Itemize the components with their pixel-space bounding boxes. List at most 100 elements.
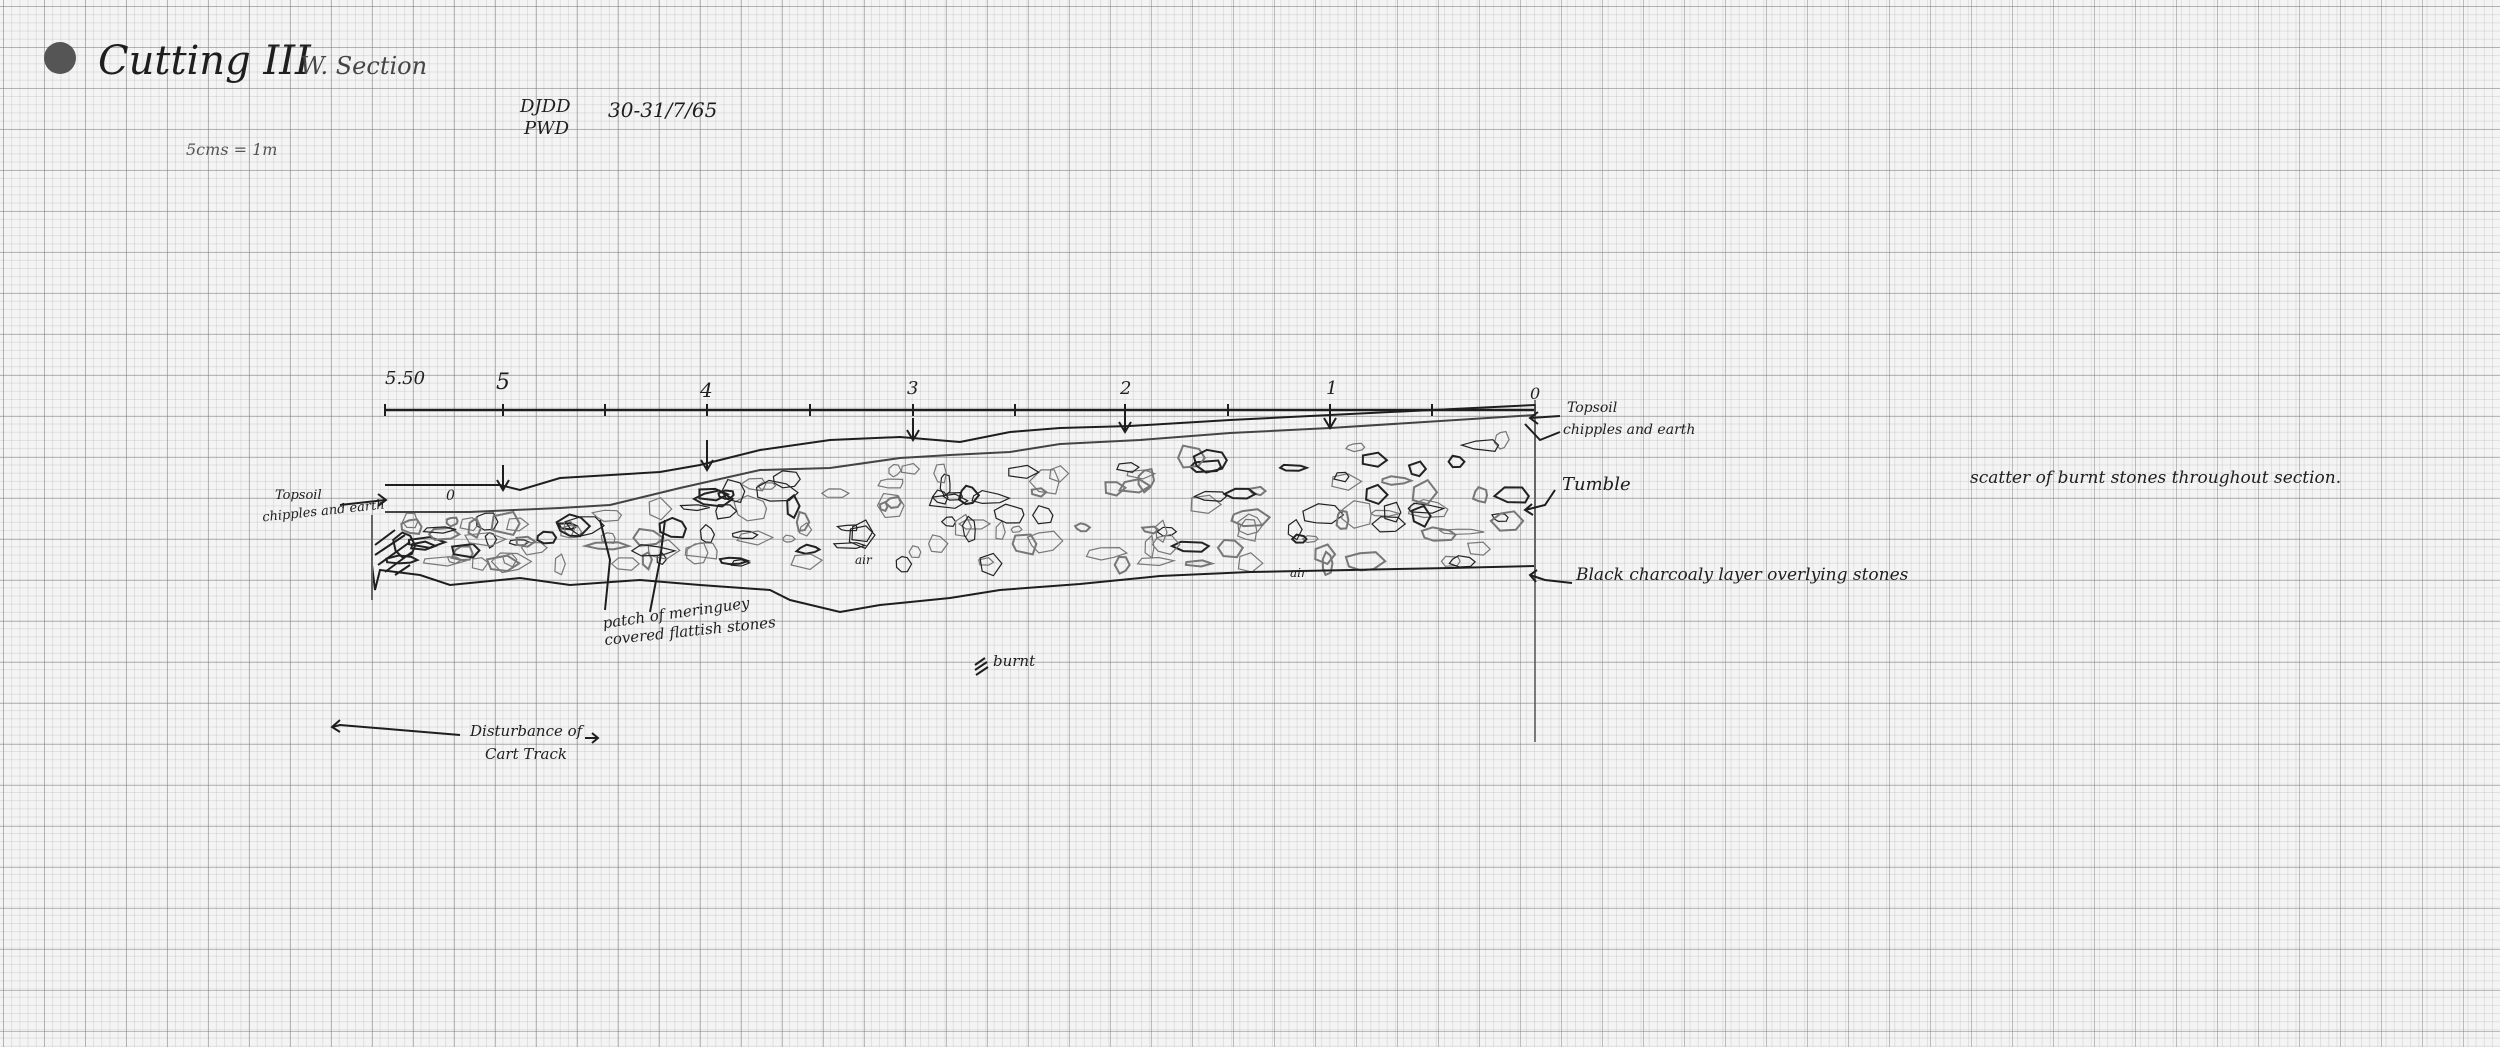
stone bbox=[1489, 510, 1525, 532]
stone bbox=[755, 479, 799, 502]
stone bbox=[1176, 444, 1207, 469]
stone bbox=[1459, 439, 1500, 452]
stone bbox=[1030, 487, 1048, 498]
stone bbox=[730, 558, 752, 567]
stones-layer bbox=[385, 430, 1530, 577]
label-chipples-right: chipples and earth bbox=[1563, 422, 1696, 438]
stone bbox=[1365, 483, 1389, 506]
stone bbox=[851, 519, 874, 543]
label-topsoil-left: Topsoil bbox=[275, 488, 322, 503]
stone bbox=[1190, 494, 1223, 515]
stone bbox=[940, 516, 957, 528]
stone bbox=[581, 541, 633, 551]
stone bbox=[1136, 556, 1177, 567]
stone bbox=[736, 530, 775, 546]
level-arrow bbox=[1323, 408, 1337, 430]
stone bbox=[1341, 500, 1372, 529]
stone bbox=[484, 532, 498, 549]
stone bbox=[1407, 502, 1446, 514]
ground-surface-line bbox=[385, 404, 1536, 492]
stone bbox=[490, 510, 521, 537]
stone bbox=[1344, 442, 1366, 453]
stone bbox=[1085, 546, 1129, 561]
stone bbox=[1137, 467, 1156, 494]
stone bbox=[684, 542, 718, 560]
stone bbox=[832, 542, 867, 550]
level-arrow bbox=[906, 418, 920, 442]
label-air-1: air bbox=[855, 553, 872, 567]
stone bbox=[1237, 552, 1264, 573]
stone bbox=[1437, 528, 1485, 535]
stone bbox=[1491, 513, 1509, 523]
drawing-subtitle: W. Section bbox=[300, 52, 428, 80]
label-tumble: Tumble bbox=[1562, 474, 1631, 495]
burnt-hatch-left bbox=[374, 529, 413, 576]
stone bbox=[1440, 555, 1461, 567]
stone bbox=[900, 462, 921, 475]
stone bbox=[1113, 555, 1131, 575]
stone bbox=[715, 504, 738, 520]
stone bbox=[883, 495, 903, 509]
stone bbox=[1010, 525, 1023, 533]
stone bbox=[699, 523, 716, 543]
stone bbox=[515, 535, 538, 548]
stone bbox=[505, 517, 530, 532]
tick-label-4: 4 bbox=[700, 378, 713, 402]
tick-label-2: 2 bbox=[1120, 378, 1132, 399]
stone bbox=[1184, 559, 1216, 568]
stone bbox=[820, 488, 851, 498]
tumble-arrow bbox=[1523, 489, 1556, 516]
stone bbox=[471, 557, 489, 571]
stone bbox=[1333, 471, 1350, 483]
topsoil-right-arrow bbox=[1524, 411, 1561, 442]
stone bbox=[1492, 486, 1530, 504]
level-arrow bbox=[496, 465, 510, 492]
stone bbox=[971, 489, 1011, 505]
stone bbox=[993, 503, 1025, 524]
stone bbox=[536, 530, 558, 545]
stone bbox=[718, 556, 752, 566]
stone bbox=[555, 513, 592, 538]
stone bbox=[641, 551, 653, 572]
stone bbox=[1410, 504, 1432, 529]
stone bbox=[658, 516, 688, 539]
stone bbox=[1155, 519, 1168, 544]
stone bbox=[895, 555, 913, 573]
level-arrow bbox=[1118, 408, 1132, 434]
stone bbox=[467, 516, 483, 540]
stone bbox=[1028, 469, 1060, 495]
stone bbox=[1116, 461, 1140, 473]
stone bbox=[1222, 487, 1258, 500]
stone bbox=[1011, 533, 1038, 556]
stone bbox=[1008, 464, 1040, 479]
stone bbox=[757, 482, 777, 490]
stone bbox=[459, 517, 480, 532]
stone bbox=[939, 473, 951, 497]
stone bbox=[685, 542, 709, 565]
stone bbox=[647, 539, 681, 560]
stone bbox=[1287, 518, 1303, 541]
label-topsoil-right: Topsoil bbox=[1567, 400, 1618, 416]
label-scatter: scatter of burnt stones throughout secti… bbox=[1970, 468, 2342, 488]
label-air-2: air bbox=[1290, 566, 1307, 580]
stone bbox=[877, 478, 904, 489]
stone bbox=[954, 513, 972, 538]
disturbance-arrow-right bbox=[585, 732, 600, 744]
stone bbox=[632, 527, 665, 547]
tick-label-5: 5 bbox=[496, 370, 510, 395]
stone bbox=[1301, 535, 1319, 544]
recorder-initials-2: PWD bbox=[524, 118, 570, 139]
stone bbox=[630, 543, 678, 557]
stone bbox=[1381, 475, 1414, 486]
recorder-initials-1: DJDD bbox=[520, 96, 571, 117]
stone bbox=[691, 489, 735, 508]
black-layer-arrow bbox=[1528, 569, 1573, 584]
stone bbox=[600, 532, 616, 544]
stone bbox=[508, 539, 531, 546]
stone bbox=[485, 554, 522, 573]
stone bbox=[1192, 490, 1228, 502]
stone bbox=[794, 543, 822, 555]
stone bbox=[1302, 503, 1345, 525]
stone bbox=[731, 530, 759, 540]
burnt-hatch-key bbox=[974, 657, 989, 676]
